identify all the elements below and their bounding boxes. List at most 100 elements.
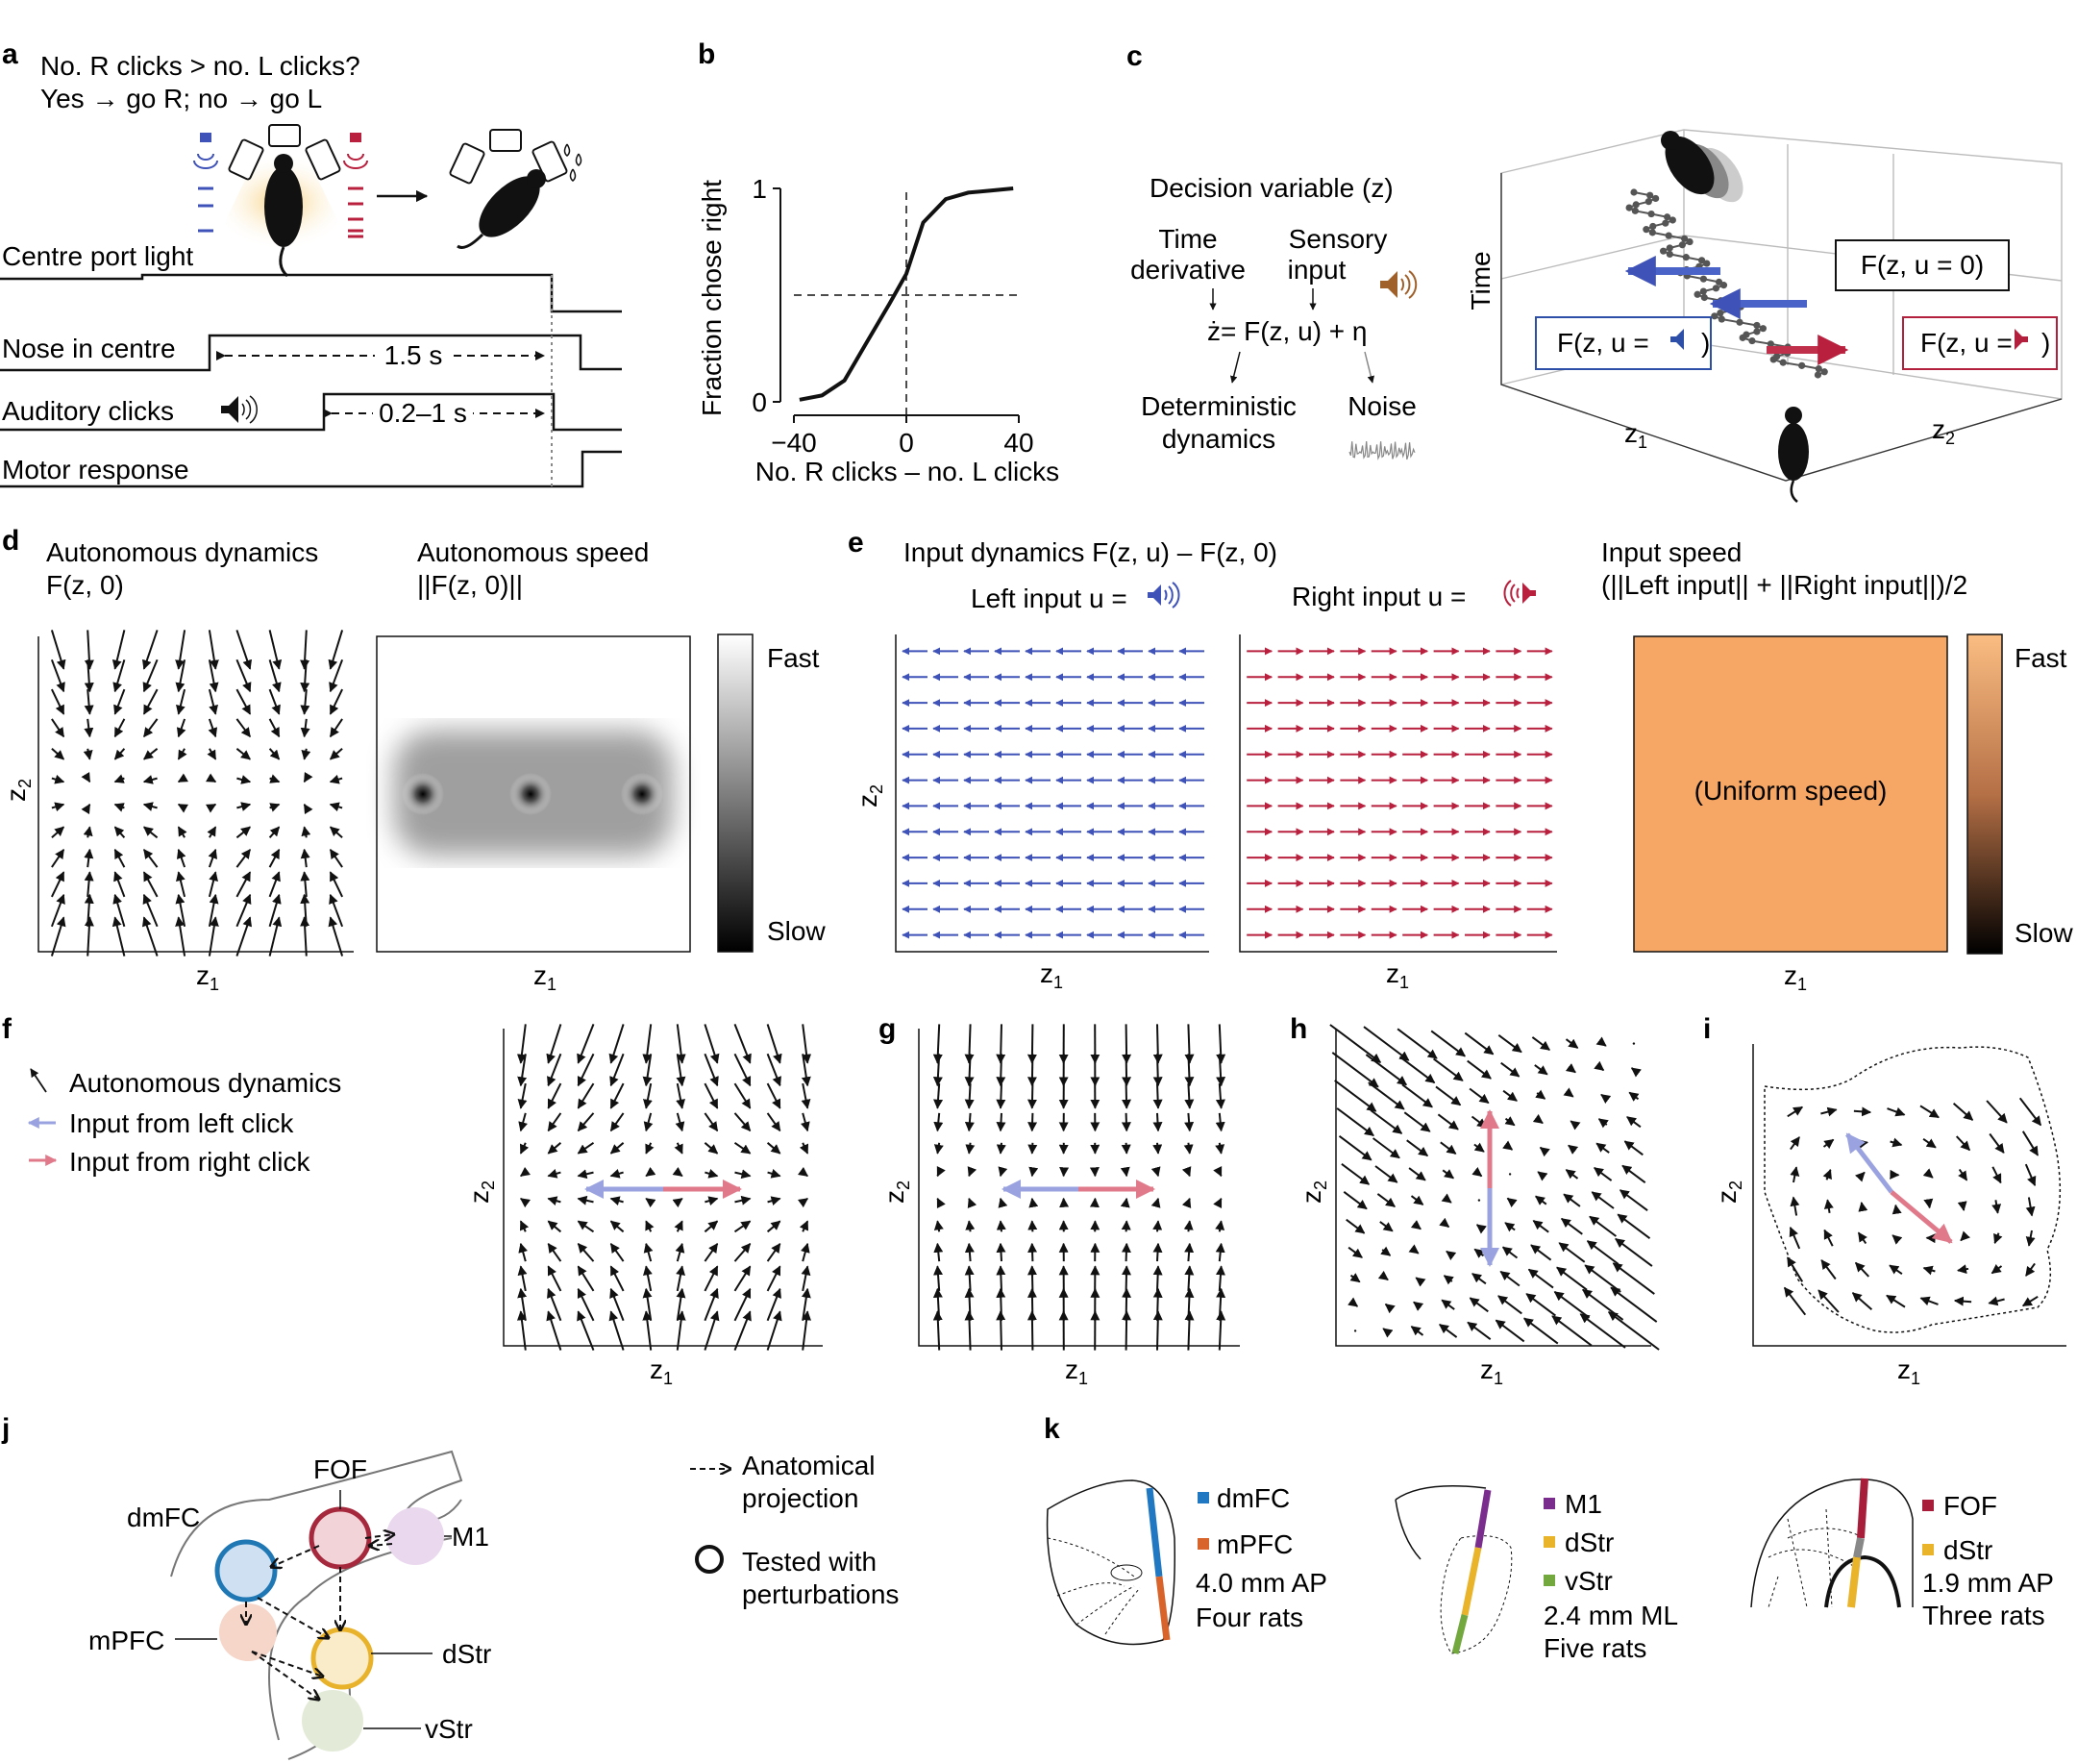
quiver-arrow xyxy=(2024,1163,2037,1187)
f-axes xyxy=(503,1029,823,1347)
legend-tested-circle xyxy=(695,1545,724,1574)
k-legend-swatch-mpfc xyxy=(1198,1538,1209,1550)
quiver-arrow xyxy=(766,1053,781,1087)
trajectory-point xyxy=(1736,318,1743,326)
quiver-arrow xyxy=(733,1141,752,1155)
e-speed-map xyxy=(1633,635,1948,953)
quiver-arrow xyxy=(1887,1106,1906,1117)
quiver-arrow xyxy=(517,1082,528,1109)
trajectory-point xyxy=(1699,287,1707,295)
quiver-arrow xyxy=(208,630,219,670)
panel-label-k: k xyxy=(1044,1413,1060,1445)
quiver-arrow xyxy=(176,848,186,868)
quiver-arrow xyxy=(517,1265,528,1292)
quiver-arrow xyxy=(50,688,65,715)
speaker-icon xyxy=(221,395,258,424)
quiver-arrow xyxy=(767,1196,781,1206)
chart-b-ylabel: Fraction chose right xyxy=(697,180,727,416)
quiver-arrow xyxy=(1441,1193,1452,1204)
trajectory-point xyxy=(1644,198,1652,206)
trajectory-point xyxy=(1659,247,1668,255)
duration-nose: 1.5 s xyxy=(384,340,443,370)
trajectory-point xyxy=(1682,254,1690,261)
quiver-arrow xyxy=(797,1197,809,1208)
trajectory-point xyxy=(1699,275,1707,283)
quiver-arrow xyxy=(1184,1112,1195,1132)
trajectory-point xyxy=(1719,282,1728,289)
quiver-arrow xyxy=(1181,1197,1192,1209)
quiver-arrow xyxy=(269,774,281,783)
quiver-arrow xyxy=(235,658,252,693)
quiver-arrow xyxy=(704,1265,719,1292)
quiver-arrow xyxy=(2018,1097,2042,1127)
quiver-arrow xyxy=(1993,1232,2003,1245)
quiver-arrow xyxy=(936,1197,946,1209)
quiver-arrow xyxy=(1152,1054,1163,1087)
trajectory-point xyxy=(1700,293,1708,302)
quiver-arrow xyxy=(176,718,186,738)
quiver-arrow xyxy=(704,1242,719,1262)
c-box-left: F(z, u = ) xyxy=(1535,316,1712,370)
k-legend-swatch-m1 xyxy=(1544,1498,1555,1509)
quiver-arrow xyxy=(1027,1220,1038,1232)
k-s2-item-vstr: vStr xyxy=(1565,1566,1613,1596)
trajectory-point xyxy=(1694,290,1701,298)
quiver-arrow xyxy=(1523,1317,1559,1345)
quiver-arrow xyxy=(300,718,310,738)
c-box-right: F(z, u = ) xyxy=(1902,316,2058,370)
quiver-arrow xyxy=(1991,1166,2002,1184)
quiver-arrow xyxy=(519,1142,530,1155)
quiver-arrow xyxy=(643,1082,653,1109)
panel-label-f: f xyxy=(2,1013,12,1045)
quiver-arrow xyxy=(1568,1144,1579,1155)
quiver-arrow xyxy=(1589,1215,1617,1237)
i-quiver xyxy=(1783,1097,2042,1316)
duration-bg xyxy=(375,338,452,371)
quiver-arrow xyxy=(84,848,94,868)
quiver-arrow xyxy=(609,1082,625,1109)
trajectory-point xyxy=(1662,219,1669,227)
quiver-arrow xyxy=(609,1053,625,1087)
quiver-arrow xyxy=(1121,1083,1131,1109)
quiver-arrow xyxy=(1615,1237,1653,1267)
quiver-arrow xyxy=(113,774,125,783)
quiver-arrow xyxy=(141,630,159,670)
quiver-arrow xyxy=(1581,1288,1624,1321)
quiver-arrow xyxy=(1379,1221,1394,1232)
trace-label-clicks: Auditory clicks xyxy=(2,396,174,426)
quiver-arrow xyxy=(1855,1171,1866,1182)
quiver-arrow xyxy=(208,916,219,957)
f-xlabel: z1 xyxy=(650,1354,673,1388)
quiver-arrow xyxy=(547,1265,562,1292)
quiver-arrow xyxy=(1591,1191,1615,1209)
quiver-arrow xyxy=(1539,1146,1550,1157)
quiver-arrow xyxy=(1343,1190,1368,1210)
quiver-arrow xyxy=(268,848,281,868)
quiver-arrow xyxy=(1440,1141,1457,1155)
e-title: Input dynamics F(z, u) – F(z, 0) xyxy=(903,537,1277,567)
task-question-line2: Yes → go R; no → go L xyxy=(40,84,322,113)
label-dstr: dStr xyxy=(442,1639,491,1669)
quiver-arrow xyxy=(1215,1112,1225,1132)
trajectory-point xyxy=(1739,334,1746,341)
quiver-arrow xyxy=(329,802,343,812)
quiver-arrow xyxy=(142,688,159,715)
duration-bg-2 xyxy=(373,396,473,429)
c-axis-z2: z2 xyxy=(1932,414,1955,448)
label-m1: M1 xyxy=(452,1522,489,1552)
trajectory-point xyxy=(1649,222,1657,231)
quiver-arrow xyxy=(547,1142,562,1155)
quiver-arrow xyxy=(577,1141,595,1155)
quiver-arrow xyxy=(1817,1289,1840,1313)
quiver-arrow xyxy=(1435,1085,1462,1106)
quiver-arrow xyxy=(1957,1264,1969,1275)
panel-label-d: d xyxy=(2,525,19,557)
quiver-arrow xyxy=(802,1024,812,1064)
rat-reward-illustration xyxy=(449,129,582,249)
quiver-arrow xyxy=(1822,1138,1835,1149)
quiver-arrow xyxy=(1475,1224,1487,1234)
quiver-arrow xyxy=(142,658,159,693)
quiver-arrow xyxy=(208,871,218,898)
quiver-arrow xyxy=(1471,1115,1488,1129)
g-xlabel: z1 xyxy=(1065,1354,1088,1388)
